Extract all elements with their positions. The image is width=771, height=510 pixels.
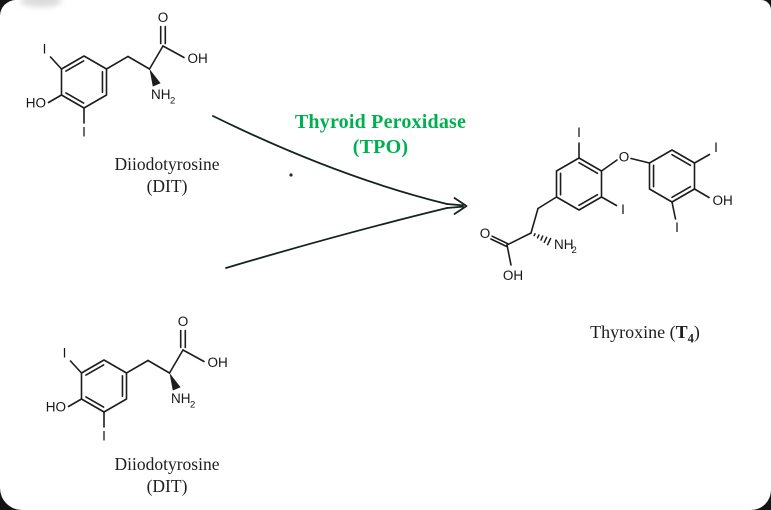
amine-label: NH: [171, 391, 191, 406]
dit-bottom-caption-name: Diiodotyrosine: [114, 454, 220, 474]
hydroxyl-label: HO: [26, 96, 46, 111]
carboxyl-hydroxyl-label: OH: [503, 268, 523, 283]
iodine-icon: I: [577, 125, 581, 140]
wedge-bond: [169, 373, 181, 391]
thyroxine-structure: I O I I OH I O OH NH 2: [480, 125, 733, 283]
dit-bottom-structure: I HO I O OH NH 2: [46, 314, 228, 444]
amine-subscript: 2: [190, 400, 195, 411]
hashed-wedge-bond: [533, 233, 552, 246]
dit-top-caption: Diiodotyrosine (DIT): [57, 153, 277, 197]
bonds: [67, 329, 205, 428]
amine-label: NH: [554, 237, 574, 252]
ether-oxygen-label: O: [619, 150, 630, 165]
thyroxine-caption-prefix: Thyroxine (: [590, 322, 676, 342]
iodine-icon: I: [102, 429, 106, 444]
corner-smudge: [20, 0, 62, 7]
iodine-icon: I: [43, 42, 47, 57]
enzyme-name: Thyroid Peroxidase: [294, 111, 467, 133]
bonds: [490, 142, 711, 266]
carbonyl-oxygen-label: O: [178, 314, 189, 329]
thyroxine-symbol: T: [675, 322, 688, 342]
dit-top-structure: I HO I O OH NH 2: [26, 10, 208, 140]
iodine-icon: I: [675, 220, 679, 235]
iodine-icon: I: [63, 346, 67, 361]
phenol-hydroxyl-label: OH: [713, 193, 733, 208]
amine-subscript: 2: [170, 96, 175, 107]
iodine-icon: I: [714, 140, 718, 155]
atom-labels: I O I I OH I O OH NH 2: [480, 125, 733, 283]
wedge-bond: [149, 69, 161, 87]
enzyme-abbr: (TPO): [352, 136, 409, 158]
iodine-icon: I: [82, 125, 86, 140]
dit-bottom-caption: Diiodotyrosine (DIT): [57, 453, 277, 497]
stray-dot: [289, 173, 293, 177]
benzene-ring: [80, 359, 128, 413]
hydroxyl-label: HO: [46, 400, 66, 415]
dit-top-caption-name: Diiodotyrosine: [114, 154, 220, 174]
inner-benzene-ring: [555, 157, 603, 211]
enzyme-label: Thyroid Peroxidase (TPO): [258, 110, 503, 160]
atom-labels: I HO I O OH NH 2: [46, 314, 228, 444]
amine-label: NH: [151, 87, 171, 102]
carbonyl-oxygen-label: O: [480, 226, 491, 241]
thyroxine-subscript: 4: [687, 331, 694, 346]
dit-bottom-caption-abbr: (DIT): [146, 476, 188, 496]
benzene-ring: [60, 55, 108, 109]
outer-benzene-ring: [648, 149, 696, 203]
carbonyl-oxygen-label: O: [158, 10, 169, 25]
carboxyl-hydroxyl-label: OH: [188, 51, 208, 66]
bonds: [47, 25, 185, 124]
dit-top-caption-abbr: (DIT): [146, 176, 188, 196]
amine-subscript: 2: [572, 245, 577, 256]
iodine-icon: I: [621, 202, 625, 217]
atom-labels: I HO I O OH NH 2: [26, 10, 208, 140]
carboxyl-hydroxyl-label: OH: [208, 355, 228, 370]
thyroxine-caption: Thyroxine (T4): [516, 321, 771, 350]
arrowhead-icon: [453, 197, 468, 215]
thyroxine-caption-suffix: ): [693, 322, 700, 342]
